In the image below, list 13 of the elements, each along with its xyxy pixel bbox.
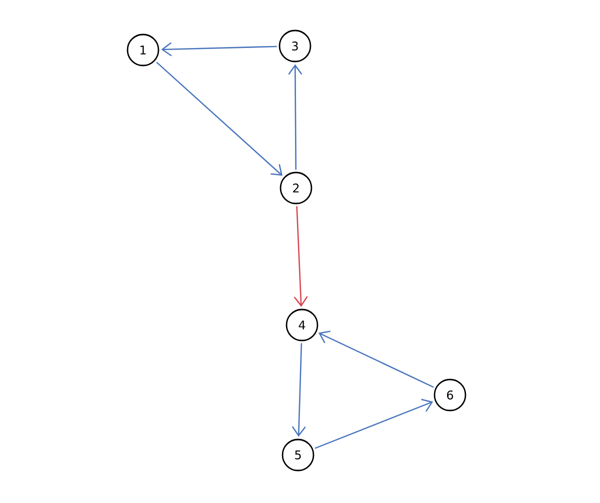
arrow (294, 206, 308, 307)
arrow (292, 343, 306, 437)
arrow (161, 42, 277, 56)
arrow (318, 330, 434, 388)
circle-node: 1 (126, 34, 160, 66)
arrow (156, 62, 282, 176)
circle-node: 5 (282, 438, 314, 472)
arrow (314, 398, 434, 449)
circle-node: 6 (434, 378, 466, 412)
arrow (288, 64, 302, 170)
circle-node: 3 (278, 30, 312, 62)
circle-node: 4 (286, 308, 318, 342)
circle-node: 2 (280, 172, 312, 204)
